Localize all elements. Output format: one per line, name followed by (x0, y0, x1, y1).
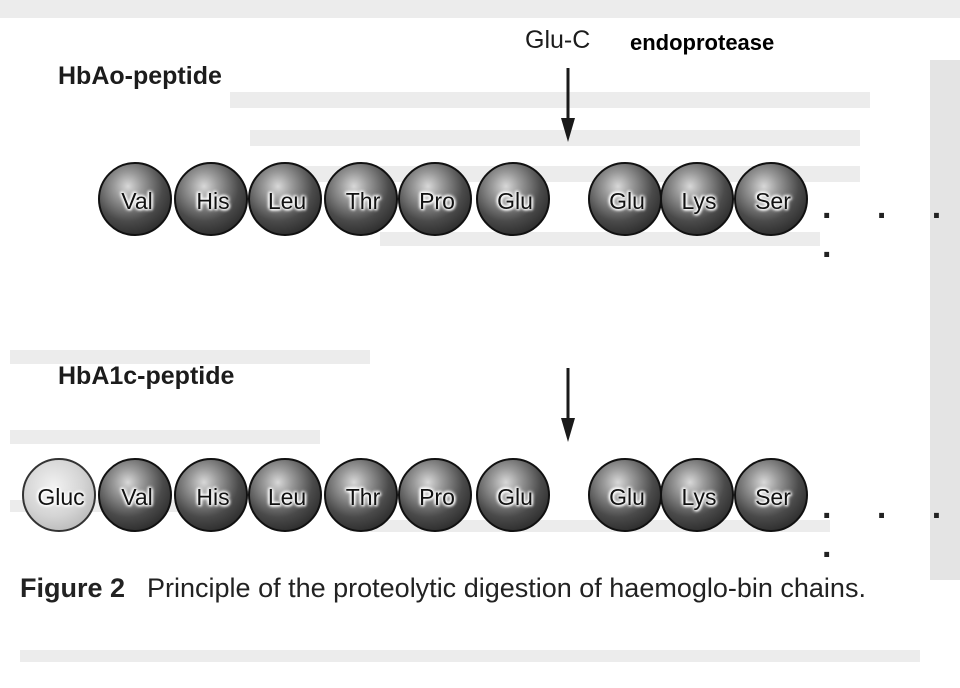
residue-bead-leu: Leu (248, 162, 322, 236)
residue-bead-glu: Glu (476, 458, 550, 532)
residue-bead-his: His (174, 458, 248, 532)
residue-label: Glu (609, 483, 645, 510)
figure-caption-text: Principle of the proteolytic digestion o… (147, 573, 866, 603)
residue-bead-gluc: Gluc (22, 458, 96, 532)
residue-label: Ser (755, 187, 791, 214)
residue-bead-his: His (174, 162, 248, 236)
residue-bead-glu: Glu (476, 162, 550, 236)
residue-bead-lys: Lys (660, 458, 734, 532)
enzyme-name-label: Glu-C (525, 26, 591, 54)
residue-bead-thr: Thr (324, 458, 398, 532)
residue-bead-glu: Glu (588, 162, 662, 236)
residue-label: Val (121, 187, 153, 214)
residue-label: Leu (267, 187, 307, 214)
residue-label: Ser (755, 483, 791, 510)
hba1c-peptide-heading: HbA1c-peptide (58, 362, 235, 390)
enzyme-suffix-label: endoprotease (630, 30, 775, 55)
residue-bead-lys: Lys (660, 162, 734, 236)
residue-bead-pro: Pro (398, 458, 472, 532)
figure-caption: Figure 2 Principle of the proteolytic dig… (20, 568, 950, 608)
residue-label: Thr (345, 483, 381, 510)
residue-bead-ser: Ser (734, 458, 808, 532)
figure-number: Figure 2 (20, 573, 126, 603)
residue-bead-thr: Thr (324, 162, 398, 236)
hbao-peptide-heading: HbAo-peptide (58, 62, 222, 90)
residue-bead-glu: Glu (588, 458, 662, 532)
residue-bead-pro: Pro (398, 162, 472, 236)
residue-label: Pro (419, 483, 455, 510)
chain-continuation-dots: . . . . (822, 188, 960, 265)
residue-label: Glu (609, 187, 645, 214)
residue-label: Gluc (37, 483, 85, 510)
residue-bead-ser: Ser (734, 162, 808, 236)
residue-bead-val: Val (98, 162, 172, 236)
residue-label: Pro (419, 187, 455, 214)
residue-bead-val: Val (98, 458, 172, 532)
residue-label: Lys (681, 483, 717, 510)
residue-label: Thr (345, 187, 381, 214)
residue-label: His (196, 483, 230, 510)
residue-label: Glu (497, 483, 533, 510)
residue-label: Leu (267, 483, 307, 510)
residue-label: Val (121, 483, 153, 510)
residue-label: His (196, 187, 230, 214)
residue-bead-leu: Leu (248, 458, 322, 532)
chain-continuation-dots: . . . . (822, 488, 960, 565)
residue-label: Glu (497, 187, 533, 214)
residue-label: Lys (681, 187, 717, 214)
